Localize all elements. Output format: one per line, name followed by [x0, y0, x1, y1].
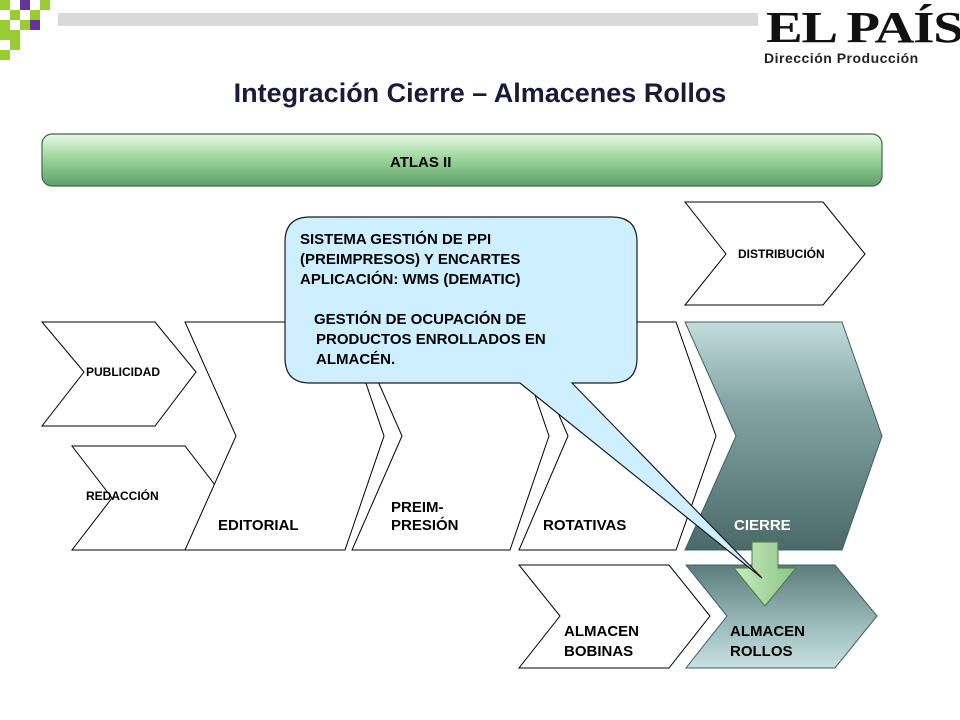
cierre-chevron: [684, 321, 883, 551]
callout-bubble: [284, 216, 763, 579]
publicidad-chevron: [40, 321, 197, 427]
preimpresion-label-line2: PRESIÓN: [391, 517, 459, 534]
brand-logo: EL PAÍS: [766, 3, 960, 52]
brand-subtitle: Dirección Producción: [764, 50, 919, 66]
atlas-bar: [41, 133, 883, 187]
rotativas-label: ROTATIVAS: [543, 517, 627, 534]
callout-line: GESTIÓN DE OCUPACIÓN DE: [314, 311, 527, 328]
logo-square: [40, 0, 50, 10]
logo-square: [10, 30, 20, 40]
page-title: Integración Cierre – Almacenes Rollos: [233, 78, 727, 108]
callout-line: APLICACIÓN: WMS (DEMATIC): [300, 271, 521, 288]
callout-line: PRODUCTOS ENROLLADOS EN: [316, 331, 546, 348]
redaccion-label: REDACCIÓN: [86, 489, 159, 503]
almacen-rollos-label-line1: ALMACEN: [730, 623, 805, 640]
logo-square: [0, 30, 10, 40]
logo-square: [0, 0, 10, 10]
logo-square: [0, 20, 10, 30]
editorial-label: EDITORIAL: [218, 517, 299, 534]
logo-square: [10, 40, 20, 50]
header-bar: [58, 13, 758, 26]
cierre-label: CIERRE: [734, 517, 791, 534]
callout-line: ALMACÉN.: [316, 351, 396, 368]
almacen-bobinas-chevron: [517, 564, 711, 669]
distribucion-label: DISTRIBUCIÓN: [738, 247, 825, 261]
almacen-bobinas-label-line2: BOBINAS: [564, 643, 634, 660]
logo-square: [10, 10, 20, 20]
callout-line: (PREIMPRESOS) Y ENCARTES: [300, 251, 521, 268]
callout-line: SISTEMA GESTIÓN DE PPI: [300, 231, 492, 248]
corner-logo-squares: [0, 0, 50, 60]
almacen-rollos-label-line2: ROLLOS: [730, 643, 793, 660]
logo-square: [20, 0, 30, 10]
publicidad-label: PUBLICIDAD: [86, 365, 160, 379]
distribucion-chevron: [683, 201, 866, 306]
logo-square: [30, 10, 40, 20]
almacen-bobinas-label-line1: ALMACEN: [564, 623, 639, 640]
preimpresion-label-line1: PREIM-: [391, 499, 444, 516]
logo-square: [30, 20, 40, 30]
logo-square: [10, 0, 20, 10]
almacen-rollos-chevron: [684, 564, 878, 669]
atlas-label: ATLAS II: [390, 154, 452, 171]
logo-square: [0, 50, 10, 60]
callout-text: SISTEMA GESTIÓN DE PPI (PREIMPRESOS) Y E…: [300, 230, 630, 370]
logo-square: [20, 20, 30, 30]
